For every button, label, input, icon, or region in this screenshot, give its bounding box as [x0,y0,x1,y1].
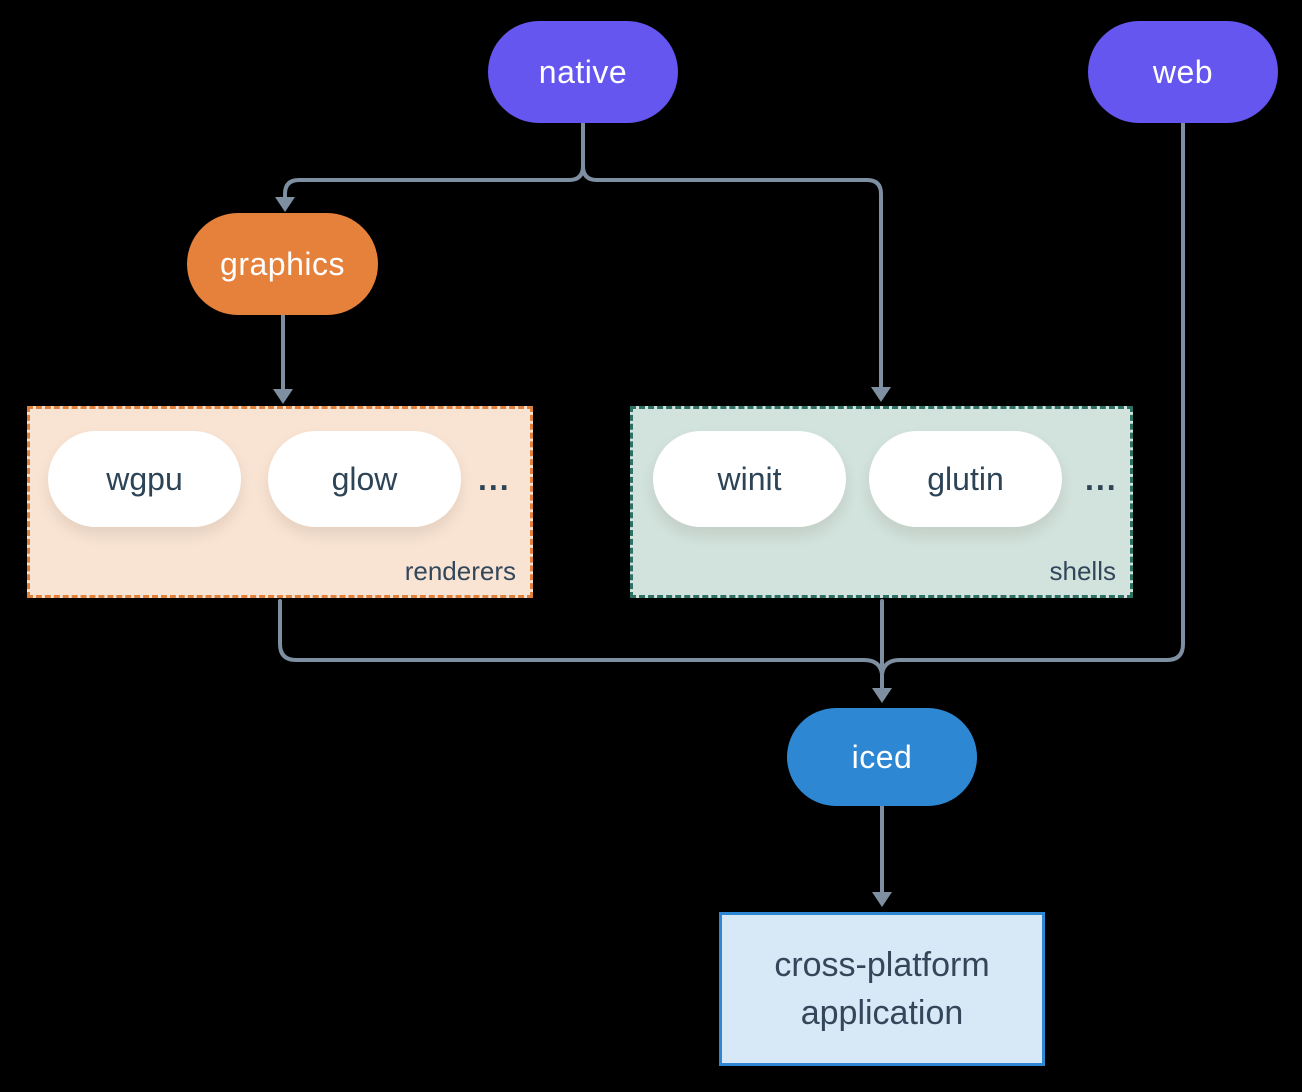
pill-glow-label: glow [331,460,398,497]
node-native-label: native [538,53,628,90]
arrowhead-application [872,892,892,907]
application-label-line2: application [800,994,964,1032]
group-renderers: wgpu glow ... renderers [27,406,533,598]
pill-glutin: glutin [869,431,1062,527]
shells-group-label: shells [1049,556,1116,586]
edge-native-graphics [283,121,585,200]
shells-ellipsis: ... [1085,461,1118,497]
arrowhead-shells [871,387,891,402]
node-graphics: graphics [187,213,378,315]
node-native: native [488,21,678,123]
node-iced: iced [787,708,977,806]
arrowhead-iced [872,688,892,703]
renderers-group-label: renderers [404,556,516,586]
pill-winit-label: winit [717,460,782,497]
edge-renderers-iced [278,599,884,676]
edge-native-shells [581,121,883,390]
arrowhead-renderers [273,389,293,404]
edge-web-iced [880,121,1185,676]
pill-wgpu: wgpu [48,431,241,527]
application-label-line1: cross-platform [774,946,990,984]
node-cross-platform-application: cross-platform application [719,912,1045,1066]
node-web-label: web [1152,53,1214,90]
group-shells: winit glutin ... shells [630,406,1133,598]
renderers-ellipsis: ... [478,461,511,497]
arrowhead-graphics [275,197,295,212]
pill-glow: glow [268,431,461,527]
pill-glutin-label: glutin [927,460,1004,497]
node-iced-label: iced [851,738,913,775]
node-graphics-label: graphics [220,245,345,282]
node-web: web [1088,21,1278,123]
pill-winit: winit [653,431,846,527]
pill-wgpu-label: wgpu [106,460,183,497]
